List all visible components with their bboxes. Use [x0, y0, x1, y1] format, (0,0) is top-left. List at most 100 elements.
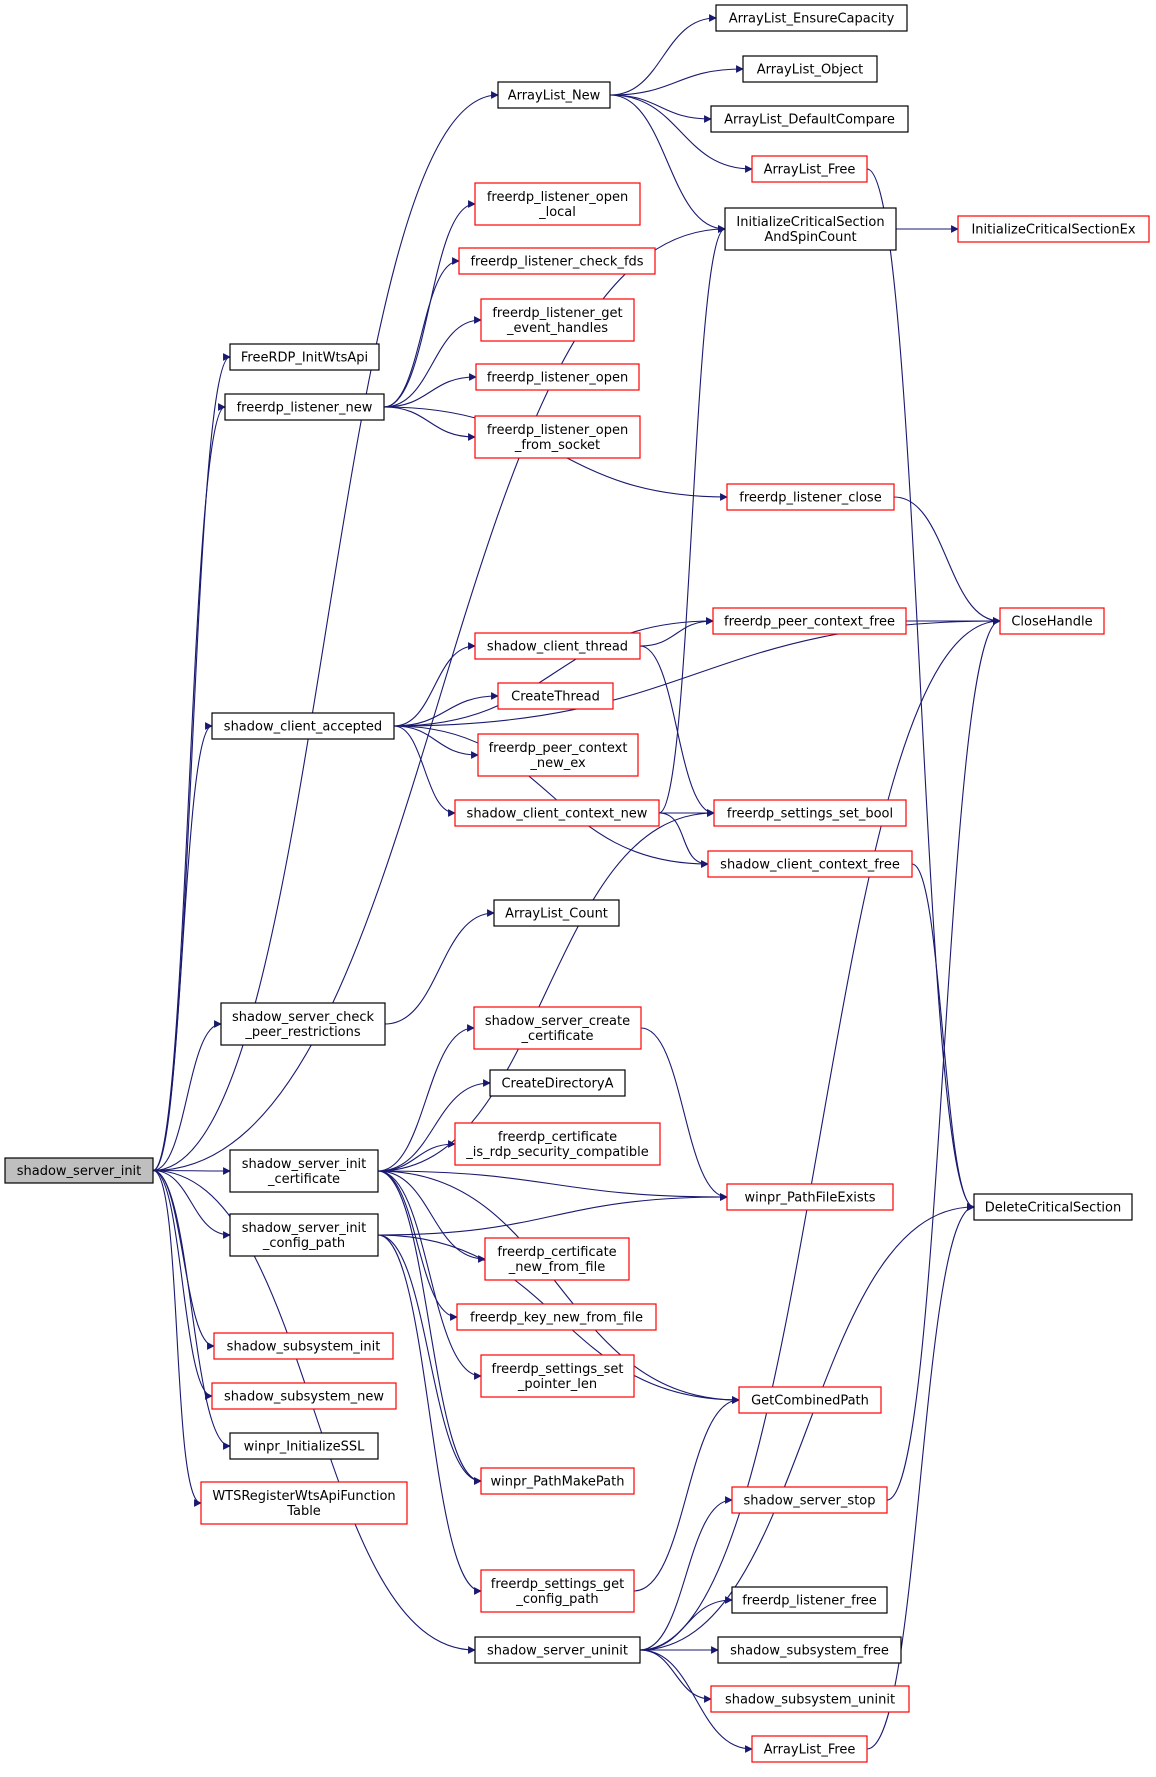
node-label: _event_handles: [506, 321, 608, 336]
edge: [377, 1140, 456, 1172]
node-label: _from_socket: [514, 438, 600, 453]
node-label: freerdp_listener_check_fds: [470, 255, 643, 270]
node-freerdp-key-new-from-file[interactable]: freerdp_key_new_from_file: [456, 1303, 657, 1331]
edge: [866, 168, 975, 1211]
node-freerdp-listener-open-from-socket[interactable]: freerdp_listener_open_from_socket: [474, 415, 641, 459]
node-box: [497, 81, 611, 109]
node-shadow-subsystem-uninit[interactable]: shadow_subsystem_uninit: [710, 1685, 910, 1713]
node-winpr-pathfileexists[interactable]: winpr_PathFileExists: [726, 1183, 894, 1211]
node-shadow-client-context-free[interactable]: shadow_client_context_free: [707, 850, 913, 878]
node-shadow-server-init-certificate[interactable]: shadow_server_init_certificate: [229, 1149, 379, 1193]
node-freerdp-certificate-new-from-file[interactable]: freerdp_certificate_new_from_file: [484, 1237, 630, 1281]
node-box: [454, 1122, 661, 1166]
node-winpr-pathmakepath[interactable]: winpr_PathMakePath: [480, 1467, 635, 1495]
edge-shadow-server-init-certificate-to-winpr-pathmakepath: [377, 1170, 482, 1485]
node-freerdp-listener-open[interactable]: freerdp_listener_open: [475, 363, 640, 391]
node-shadow-server-uninit[interactable]: shadow_server_uninit: [474, 1636, 641, 1664]
node-freerdp-listener-get-event-handles[interactable]: freerdp_listener_get_event_handles: [480, 298, 635, 342]
node-shadow-server-create-certificate[interactable]: shadow_server_create_certificate: [473, 1006, 642, 1050]
node-createthread[interactable]: CreateThread: [497, 682, 614, 710]
edge-shadow-server-init-to-shadow-server-init-config-path: [152, 1169, 231, 1239]
node-shadow-client-thread[interactable]: shadow_client_thread: [474, 632, 641, 660]
node-shadow-client-context-new[interactable]: shadow_client_context_new: [454, 799, 660, 827]
node-freerdp-settings-set-pointer-len[interactable]: freerdp_settings_set_pointer_len: [480, 1354, 635, 1398]
node-label: CreateDirectoryA: [501, 1077, 613, 1092]
edge-freerdp-listener-new-to-freerdp-listener-open-from-socket: [383, 406, 476, 441]
edge-shadow-server-uninit-to-deletecriticalsection: [639, 1203, 975, 1651]
node-label: freerdp_certificate: [498, 1130, 617, 1145]
node-label: shadow_client_context_free: [720, 858, 900, 873]
edge: [393, 692, 499, 727]
node-arraylist-free-top[interactable]: ArrayList_Free: [751, 155, 868, 183]
edge-shadow-server-init-certificate-to-winpr-pathfileexists: [377, 1170, 728, 1201]
node-getcombinedpath[interactable]: GetCombinedPath: [738, 1386, 882, 1414]
edge-shadow-server-create-certificate-to-winpr-pathfileexists: [640, 1027, 728, 1201]
node-shadow-server-init[interactable]: shadow_server_init: [4, 1157, 154, 1184]
edge-shadow-server-init-certificate-to-freerdp-key-new-from-file: [377, 1170, 458, 1321]
edge: [152, 1169, 231, 1450]
edge-shadow-server-init-to-shadow-server-uninit: [152, 1169, 476, 1654]
edge-arraylist-new-to-initializecriticalsectionandspincount: [609, 94, 726, 233]
node-label: ArrayList_New: [508, 89, 601, 104]
edge-shadow-server-init-certificate-to-createdirectorya: [377, 1079, 491, 1172]
node-freerdp-certificate-is-rdp-security-compatible[interactable]: freerdp_certificate_is_rdp_security_comp…: [454, 1122, 661, 1166]
node-freerdp-settings-get-config-path[interactable]: freerdp_settings_get_config_path: [480, 1569, 635, 1613]
edge-shadow-client-context-free-to-deletecriticalsection: [911, 863, 975, 1211]
edge-shadow-server-init-certificate-to-freerdp-settings-set-pointer-len: [377, 1170, 482, 1380]
node-box: [473, 1006, 642, 1050]
edge: [609, 94, 753, 173]
edge-shadow-server-init-certificate-to-freerdp-certificate-new-from-file: [377, 1170, 486, 1263]
node-shadow-server-check-peer-restrictions[interactable]: shadow_server_check_peer_restrictions: [220, 1002, 386, 1046]
node-shadow-client-accepted[interactable]: shadow_client_accepted: [211, 712, 395, 740]
node-arraylist-count[interactable]: ArrayList_Count: [493, 899, 620, 927]
node-freerdp-initwtsapi[interactable]: FreeRDP_InitWtsApi: [229, 343, 380, 371]
node-shadow-subsystem-new[interactable]: shadow_subsystem_new: [211, 1382, 397, 1410]
node-arraylist-free-bottom[interactable]: ArrayList_Free: [751, 1735, 868, 1763]
edge-arraylist-free-top-to-deletecriticalsection: [866, 168, 975, 1211]
node-label: shadow_server_stop: [743, 1494, 875, 1509]
node-box: [454, 799, 660, 827]
node-winpr-initializessl[interactable]: winpr_InitializeSSL: [229, 1432, 379, 1460]
edge-shadow-server-init-config-path-to-freerdp-settings-get-config-path: [377, 1234, 482, 1595]
node-box: [738, 1386, 882, 1414]
edge-shadow-client-accepted-to-freerdp-peer-context-free: [393, 617, 714, 727]
node-shadow-server-init-config-path[interactable]: shadow_server_init_config_path: [229, 1213, 379, 1257]
node-arraylist-new[interactable]: ArrayList_New: [497, 81, 611, 109]
node-box: [751, 155, 868, 183]
node-shadow-subsystem-free[interactable]: shadow_subsystem_free: [717, 1636, 902, 1664]
node-arraylist-ensurecapacity[interactable]: ArrayList_EnsureCapacity: [715, 4, 908, 32]
node-box: [200, 1481, 408, 1525]
edge-freerdp-settings-get-config-path-to-getcombinedpath: [633, 1396, 740, 1592]
node-closehandle[interactable]: CloseHandle: [999, 607, 1105, 635]
edge-freerdp-listener-new-to-freerdp-listener-open: [383, 373, 477, 408]
node-label: _config_path: [515, 1592, 598, 1607]
node-box: [211, 1382, 397, 1410]
node-shadow-subsystem-init[interactable]: shadow_subsystem_init: [213, 1332, 394, 1360]
node-freerdp-listener-close[interactable]: freerdp_listener_close: [726, 483, 895, 511]
node-arraylist-object[interactable]: ArrayList_Object: [742, 55, 878, 83]
node-shadow-server-stop[interactable]: shadow_server_stop: [731, 1486, 888, 1514]
edge-shadow-server-init-certificate-to-getcombinedpath: [377, 1170, 740, 1404]
node-initializecriticalsectionex[interactable]: InitializeCriticalSectionEx: [957, 215, 1150, 243]
edge-arraylist-new-to-arraylist-free-top: [609, 94, 753, 173]
node-label: shadow_subsystem_new: [224, 1390, 384, 1405]
node-freerdp-listener-open-local[interactable]: freerdp_listener_open_local: [474, 182, 641, 226]
node-freerdp-listener-new[interactable]: freerdp_listener_new: [224, 393, 385, 421]
node-label: _certificate: [267, 1172, 340, 1187]
node-label: ArrayList_EnsureCapacity: [729, 12, 895, 27]
node-label: shadow_server_check: [232, 1010, 375, 1025]
edge: [639, 617, 714, 647]
node-freerdp-listener-free[interactable]: freerdp_listener_free: [731, 1586, 888, 1614]
node-freerdp-peer-context-free[interactable]: freerdp_peer_context_free: [712, 607, 907, 635]
node-freerdp-listener-check-fds[interactable]: freerdp_listener_check_fds: [458, 247, 656, 275]
node-deletecriticalsection[interactable]: DeleteCriticalSection: [973, 1193, 1133, 1221]
edge-shadow-server-init-to-shadow-subsystem-init: [152, 1169, 215, 1350]
node-arraylist-defaultcompare[interactable]: ArrayList_DefaultCompare: [710, 105, 909, 133]
node-createdirectorya[interactable]: CreateDirectoryA: [489, 1069, 626, 1097]
node-freerdp-peer-context-new-ex[interactable]: freerdp_peer_context_new_ex: [477, 733, 639, 777]
edge-shadow-server-init-certificate-to-shadow-server-create-certificate: [377, 1024, 475, 1172]
node-freerdp-settings-set-bool[interactable]: freerdp_settings_set_bool: [713, 799, 907, 827]
edge-shadow-server-uninit-to-shadow-server-stop: [639, 1496, 733, 1651]
